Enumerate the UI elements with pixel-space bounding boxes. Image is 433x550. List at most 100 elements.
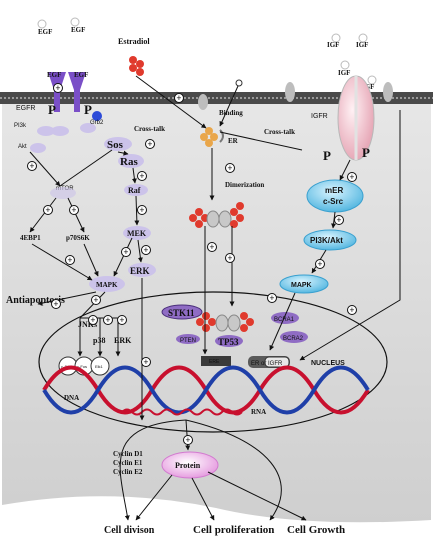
svg-text:+: +	[90, 315, 95, 325]
svg-text:+: +	[119, 315, 124, 325]
mek-node	[123, 226, 151, 240]
svg-text:MAPK: MAPK	[291, 282, 312, 289]
svg-text:P: P	[48, 102, 56, 117]
svg-text:Cross-talk: Cross-talk	[264, 128, 295, 136]
grb2-node	[80, 123, 96, 133]
nuclear-dimer-icon	[196, 312, 254, 332]
svg-text:Elk1: Elk1	[95, 364, 104, 369]
mer-csrc-node	[306, 179, 364, 213]
pi3k-akt-node	[303, 229, 357, 251]
svg-text:Estradiol: Estradiol	[118, 37, 150, 46]
svg-text:BCRA1: BCRA1	[274, 317, 295, 323]
erk-node	[128, 263, 156, 277]
svg-text:+: +	[269, 293, 274, 303]
svg-text:P: P	[84, 102, 92, 117]
svg-text:Raf: Raf	[128, 186, 141, 195]
svg-text:BCRA2: BCRA2	[283, 336, 304, 342]
svg-text:+: +	[176, 93, 181, 103]
akt-node	[30, 143, 46, 153]
svg-text:+: +	[53, 299, 58, 309]
egfr-receptor: EGF EGF EGFR P P	[16, 71, 102, 121]
svg-text:Akt: Akt	[18, 144, 27, 150]
svg-text:ER: ER	[228, 137, 239, 145]
pi3k-node-2	[51, 126, 69, 136]
svg-text:EGF: EGF	[71, 26, 85, 34]
svg-text:Grb2: Grb2	[90, 120, 104, 126]
svg-text:PTEN: PTEN	[180, 338, 196, 344]
svg-text:+: +	[29, 161, 34, 171]
svg-text:Sos: Sos	[107, 139, 124, 151]
brca1-node	[271, 312, 299, 324]
svg-text:Cell divison: Cell divison	[104, 525, 155, 536]
svg-text:STK11: STK11	[168, 308, 195, 318]
svg-text:+: +	[71, 205, 76, 215]
svg-text:+: +	[143, 357, 148, 367]
svg-text:Cyclin E2: Cyclin E2	[113, 468, 143, 476]
svg-text:IGF: IGF	[327, 41, 339, 49]
svg-text:JNKs: JNKs	[78, 320, 97, 329]
svg-text:+: +	[143, 245, 148, 255]
stk11-node	[161, 304, 203, 320]
activation-markers: + + + + + + + + + + + + + + + + + + + + …	[27, 83, 357, 445]
svg-text:TP53: TP53	[218, 337, 239, 347]
nucleus-boundary	[38, 291, 388, 433]
svg-text:Cyclin E1: Cyclin E1	[113, 459, 143, 467]
estradiol-molecule-icon	[129, 56, 144, 76]
svg-text:DNA: DNA	[64, 394, 79, 402]
sos-node	[104, 137, 132, 151]
svg-text:IGFR: IGFR	[268, 361, 283, 367]
svg-text:MEK: MEK	[127, 229, 147, 238]
svg-text:4EBP1: 4EBP1	[20, 234, 41, 242]
svg-text:Protein: Protein	[175, 461, 201, 470]
svg-text:+: +	[139, 205, 144, 215]
ras-node	[118, 154, 144, 168]
svg-text:EGF: EGF	[38, 28, 52, 36]
svg-text:ERE: ERE	[209, 359, 220, 365]
svg-text:+: +	[349, 305, 354, 315]
protein-node	[161, 451, 219, 479]
svg-text:+: +	[123, 247, 128, 257]
svg-text:+: +	[227, 163, 232, 173]
svg-text:MAPK: MAPK	[96, 281, 118, 289]
raf-node	[124, 184, 148, 196]
mtor-node	[50, 187, 76, 199]
egf-ligands: EGF EGF	[37, 17, 85, 36]
svg-text:+: +	[55, 83, 60, 93]
svg-text:c-Src: c-Src	[323, 197, 344, 206]
svg-text:+: +	[349, 172, 354, 182]
svg-text:ERK: ERK	[130, 266, 150, 276]
svg-text:PI3k: PI3k	[14, 123, 27, 129]
svg-text:Dimerization: Dimerization	[225, 181, 264, 189]
svg-text:+: +	[139, 171, 144, 181]
svg-text:Binding: Binding	[219, 109, 243, 117]
svg-text:ERK: ERK	[114, 336, 132, 345]
mapk-node-right	[279, 274, 329, 294]
svg-text:+: +	[209, 242, 214, 252]
tp53-node	[215, 335, 243, 347]
svg-text:c-Fos: c-Fos	[77, 364, 87, 369]
svg-text:IGF: IGF	[356, 41, 368, 49]
svg-text:Cell proliferation: Cell proliferation	[193, 524, 274, 536]
svg-text:+: +	[45, 205, 50, 215]
svg-text:P: P	[362, 145, 370, 160]
svg-text:IGFR: IGFR	[311, 113, 328, 120]
svg-text:p38: p38	[93, 336, 105, 345]
svg-text:Antiapoptosis: Antiapoptosis	[6, 295, 65, 306]
svg-text:ER or: ER or	[251, 361, 266, 367]
svg-text:+: +	[105, 315, 110, 325]
pi3k-node	[37, 126, 55, 136]
svg-text:+: +	[147, 139, 152, 149]
pten-node	[176, 334, 200, 344]
svg-text:+: +	[336, 215, 341, 225]
svg-text:IGF: IGF	[338, 69, 350, 77]
svg-text:EGF: EGF	[74, 71, 88, 79]
igfr-receptor: IGFR P P	[311, 75, 375, 163]
svg-text:+: +	[67, 255, 72, 265]
svg-text:Ras: Ras	[120, 156, 138, 168]
svg-text:Cross-talk: Cross-talk	[134, 125, 165, 133]
svg-text:EGF: EGF	[47, 71, 61, 79]
ere-box	[201, 356, 231, 366]
svg-text:P: P	[323, 148, 331, 163]
svg-text:mER: mER	[325, 186, 343, 195]
